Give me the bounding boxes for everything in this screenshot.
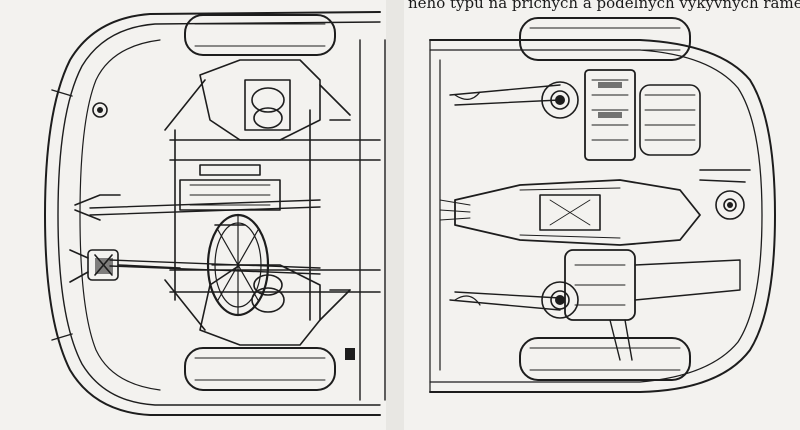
page-caption-text: ného typu na příčných a podélných výkyvn…: [408, 0, 800, 12]
rear-engine-shading: [555, 82, 733, 305]
rear-engine-drawing: [429, 17, 776, 393]
front-chassis-shading: [95, 107, 355, 360]
front-chassis-drawing: [44, 11, 386, 416]
